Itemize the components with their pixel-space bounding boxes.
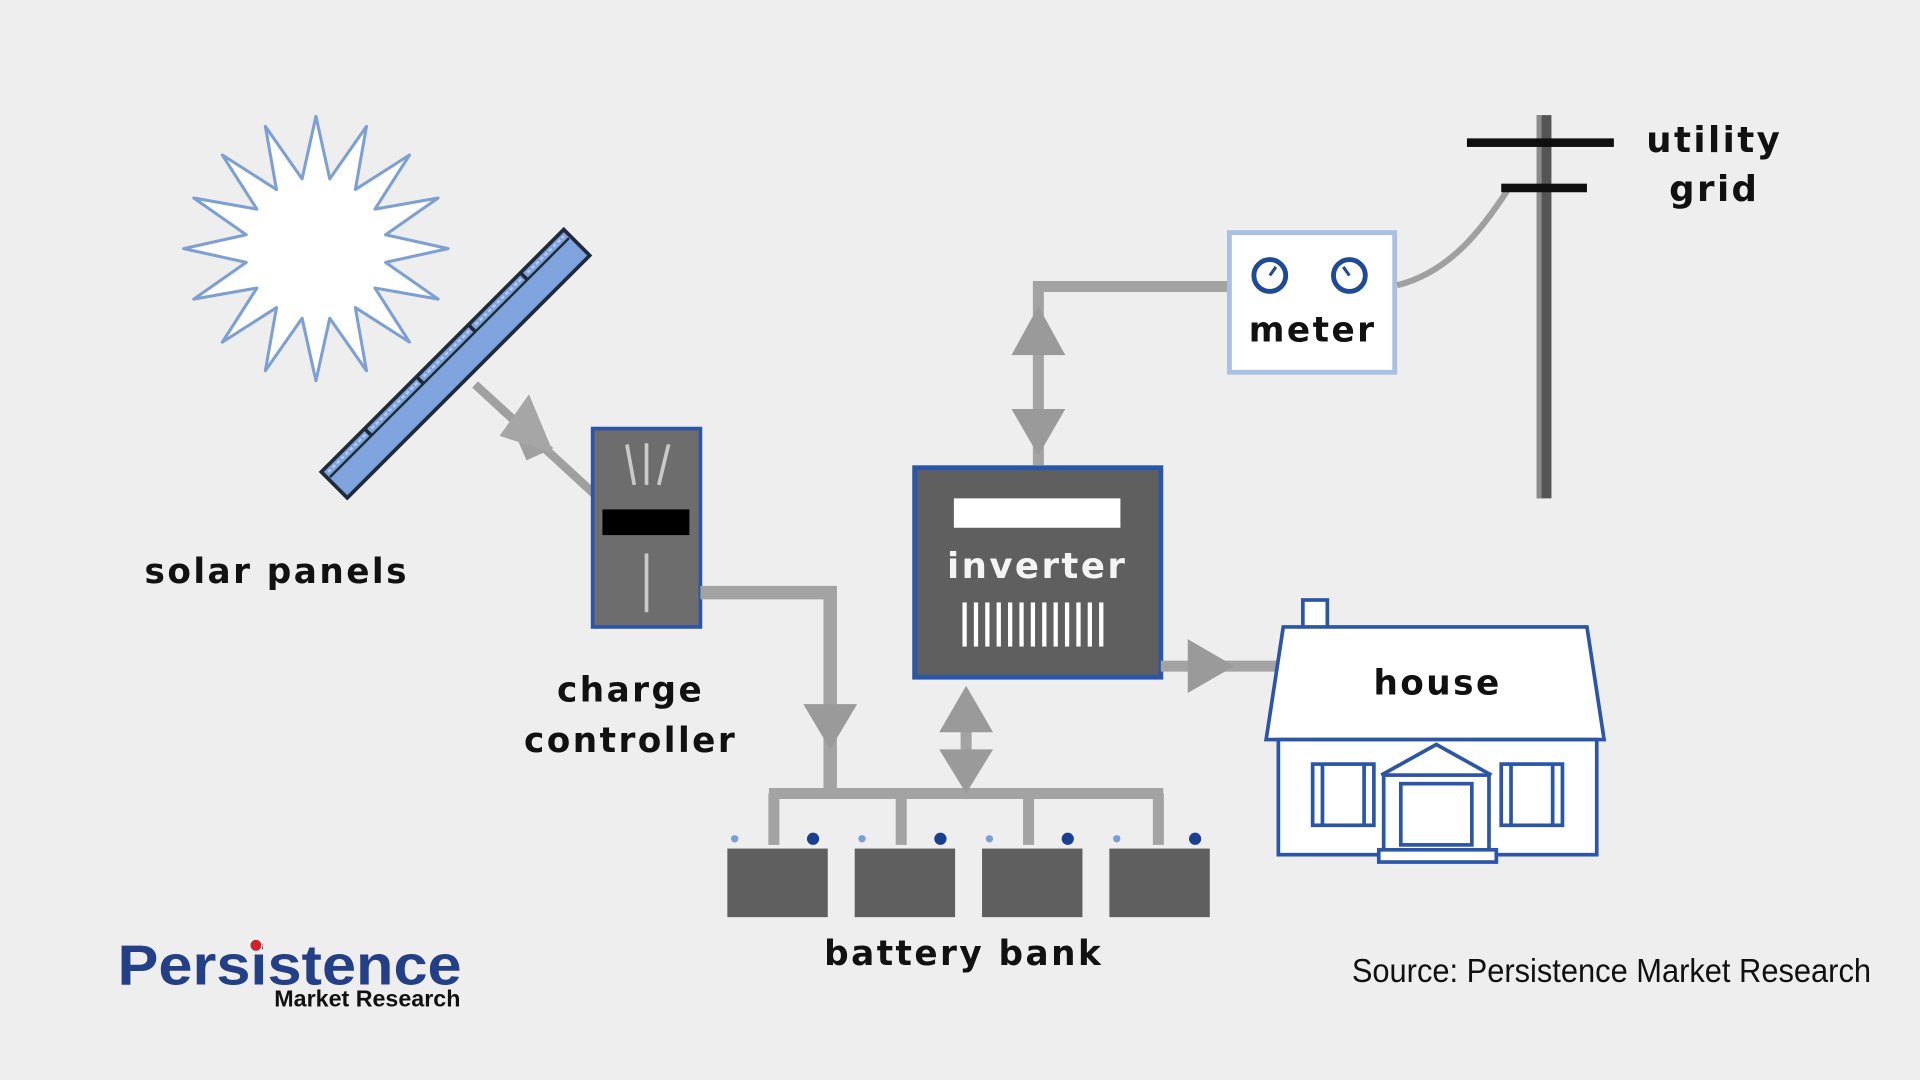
utility-grid-label-line2: grid (1669, 169, 1759, 210)
house-label: house (1373, 663, 1501, 703)
arrow-right-icon (1187, 639, 1235, 694)
house-icon (1263, 598, 1607, 864)
logo-star-icon (249, 938, 263, 953)
wire-inverter-to-house (1160, 639, 1281, 694)
battery-bank (727, 832, 1210, 918)
sun-icon (182, 114, 450, 383)
battery-icon (727, 832, 828, 918)
battery-terminal-positive (934, 832, 947, 845)
battery-terminal-negative (1113, 835, 1121, 843)
inverter-vent (1019, 602, 1024, 647)
inverter-vent (973, 602, 979, 647)
utility-pole-icon (1466, 115, 1614, 499)
arrow-down-right-icon (499, 394, 554, 454)
logo-sub-text: Market Research (274, 986, 460, 1012)
inverter-vent (985, 602, 990, 647)
battery-icon (1109, 832, 1210, 918)
inverter-vent (1064, 602, 1070, 647)
inverter-vent (1076, 602, 1081, 647)
battery-terminal-negative (858, 835, 866, 843)
inverter-vent (1030, 602, 1036, 647)
inverter-vent (1042, 602, 1047, 647)
battery-terminal-positive (1061, 832, 1074, 845)
wire-panel-to-controller (472, 381, 599, 498)
battery-bank-label: battery bank (824, 934, 1103, 974)
battery-icon (982, 832, 1083, 918)
arrow-down-icon (939, 749, 994, 794)
source-caption: Source: Persistence Market Research (1352, 953, 1871, 990)
charge-controller-icon (590, 426, 703, 629)
inverter-vent (1099, 602, 1104, 647)
battery-terminal-positive (806, 832, 820, 845)
wire-controller-to-battery (700, 585, 858, 796)
arrow-up-icon (939, 685, 994, 733)
solar-panels-label: solar panels (144, 552, 408, 592)
solar-panel-icon (318, 226, 593, 501)
inverter-vent (996, 602, 1001, 647)
wire-inverter-to-meter (1011, 281, 1230, 466)
wire-meter-to-grid (1396, 186, 1512, 289)
battery-terminal-negative (731, 835, 739, 843)
arrow-up-icon (1011, 306, 1066, 356)
arrow-down-icon (1011, 408, 1066, 456)
inverter-vent (1008, 602, 1013, 647)
utility-grid-label-line1: utility (1646, 120, 1782, 161)
meter-label: meter (1249, 311, 1377, 351)
inverter-icon (912, 465, 1164, 680)
meter-icon (1226, 230, 1398, 375)
battery-bus (768, 787, 1164, 845)
charge-controller-label-line2: controller (524, 721, 737, 761)
inverter-vent (1053, 602, 1058, 647)
logo-main-text: Persistence (118, 933, 462, 996)
inverter-vent (1087, 602, 1092, 647)
company-logo: Persistence Market Research (118, 933, 462, 1011)
inverter-vent (962, 602, 967, 647)
battery-terminal-positive (1188, 832, 1202, 845)
battery-terminal-negative (985, 835, 994, 843)
charge-controller-label-line1: charge (557, 671, 704, 711)
battery-icon (854, 832, 956, 918)
arrow-down-icon (803, 704, 858, 750)
inverter-label: inverter (947, 546, 1127, 587)
two-way-arrow-inverter-battery (939, 685, 994, 794)
